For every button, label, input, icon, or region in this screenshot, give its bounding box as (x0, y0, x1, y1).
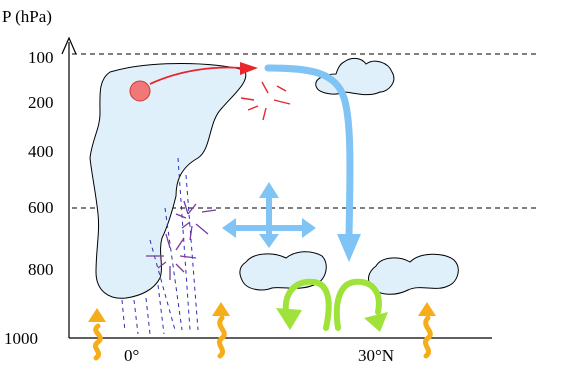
subsidence-arrow (264, 64, 354, 240)
tick-label-400: 400 (28, 142, 54, 161)
heat-arrowhead-1 (88, 308, 106, 322)
heat-arrow-1 (93, 323, 103, 361)
heat-arrow-2 (216, 315, 227, 359)
wavy-heat-arrow-icon (93, 315, 433, 361)
x-label-equator: 0° (124, 346, 139, 365)
mixing-burst-lower (146, 233, 197, 280)
parcel-ascent-arrowhead (240, 62, 258, 75)
heat-arrowhead-3 (418, 302, 436, 316)
y-axis-arrowhead (61, 36, 77, 55)
shallow-cloud-right (368, 253, 459, 295)
four-way-arrow-icon (222, 182, 316, 248)
heat-arrow-3 (422, 315, 433, 359)
deep-convective-cloud (89, 63, 247, 299)
curved-green-arrow-icon (276, 278, 388, 332)
tick-label-1000: 1000 (4, 329, 38, 348)
heat-arrowhead-2 (212, 302, 230, 316)
ice-crystal-burst (240, 81, 291, 121)
y-axis-label: P (hPa) (2, 7, 52, 26)
warm-air-parcel (129, 80, 151, 102)
tick-label-200: 200 (28, 93, 54, 112)
pressure-axis: P (hPa) 100 200 400 600 800 1000 0° 30°N (2, 7, 492, 365)
mixing-burst-upper (175, 200, 217, 241)
tick-label-100: 100 (28, 48, 54, 67)
x-label-30n: 30°N (358, 346, 394, 365)
tick-label-800: 800 (28, 260, 54, 279)
tick-label-600: 600 (28, 198, 54, 217)
parcel-ascent-arrow (149, 66, 243, 85)
curved-down-arrow-icon (337, 234, 361, 262)
rain-shafts (121, 157, 199, 335)
